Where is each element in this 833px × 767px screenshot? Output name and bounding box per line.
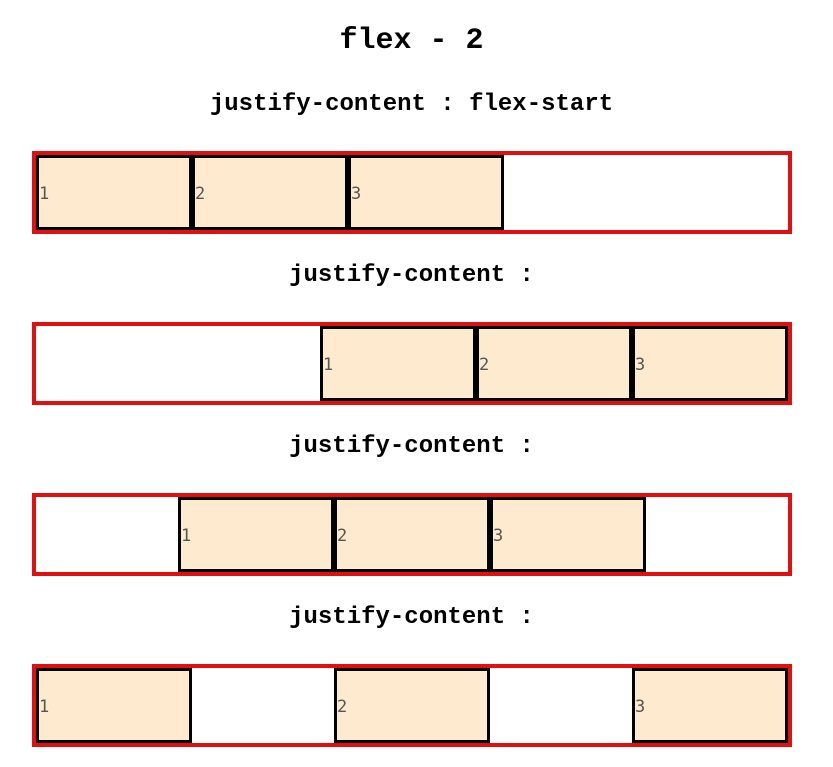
flex-item-2: 2 [476, 326, 632, 401]
flex-item-3: 3 [632, 668, 788, 743]
flex-item-1: 1 [320, 326, 476, 401]
flex-item-1: 1 [36, 668, 192, 743]
flex-item-1: 1 [36, 155, 192, 230]
section-heading-flex-start: justify-content : flex-start [209, 91, 614, 118]
flex-item-3: 3 [632, 326, 788, 401]
flex-container-flex-start: 1 2 3 [32, 151, 792, 234]
section-heading-flex-end: justify-content : [289, 262, 534, 289]
flex-container-center: 1 2 3 [32, 493, 792, 576]
flex-item-1: 1 [178, 497, 334, 572]
flex-container-flex-end: 1 2 3 [32, 322, 792, 405]
flex-container-space-between: 1 2 3 [32, 664, 792, 747]
flex-item-3: 3 [490, 497, 646, 572]
page-title: flex - 2 [339, 24, 484, 58]
section-heading-space-between: justify-content : [289, 604, 534, 631]
flex-item-2: 2 [334, 497, 490, 572]
flex-item-2: 2 [334, 668, 490, 743]
flex-item-3: 3 [348, 155, 504, 230]
flex-item-2: 2 [192, 155, 348, 230]
section-heading-center: justify-content : [289, 433, 534, 460]
